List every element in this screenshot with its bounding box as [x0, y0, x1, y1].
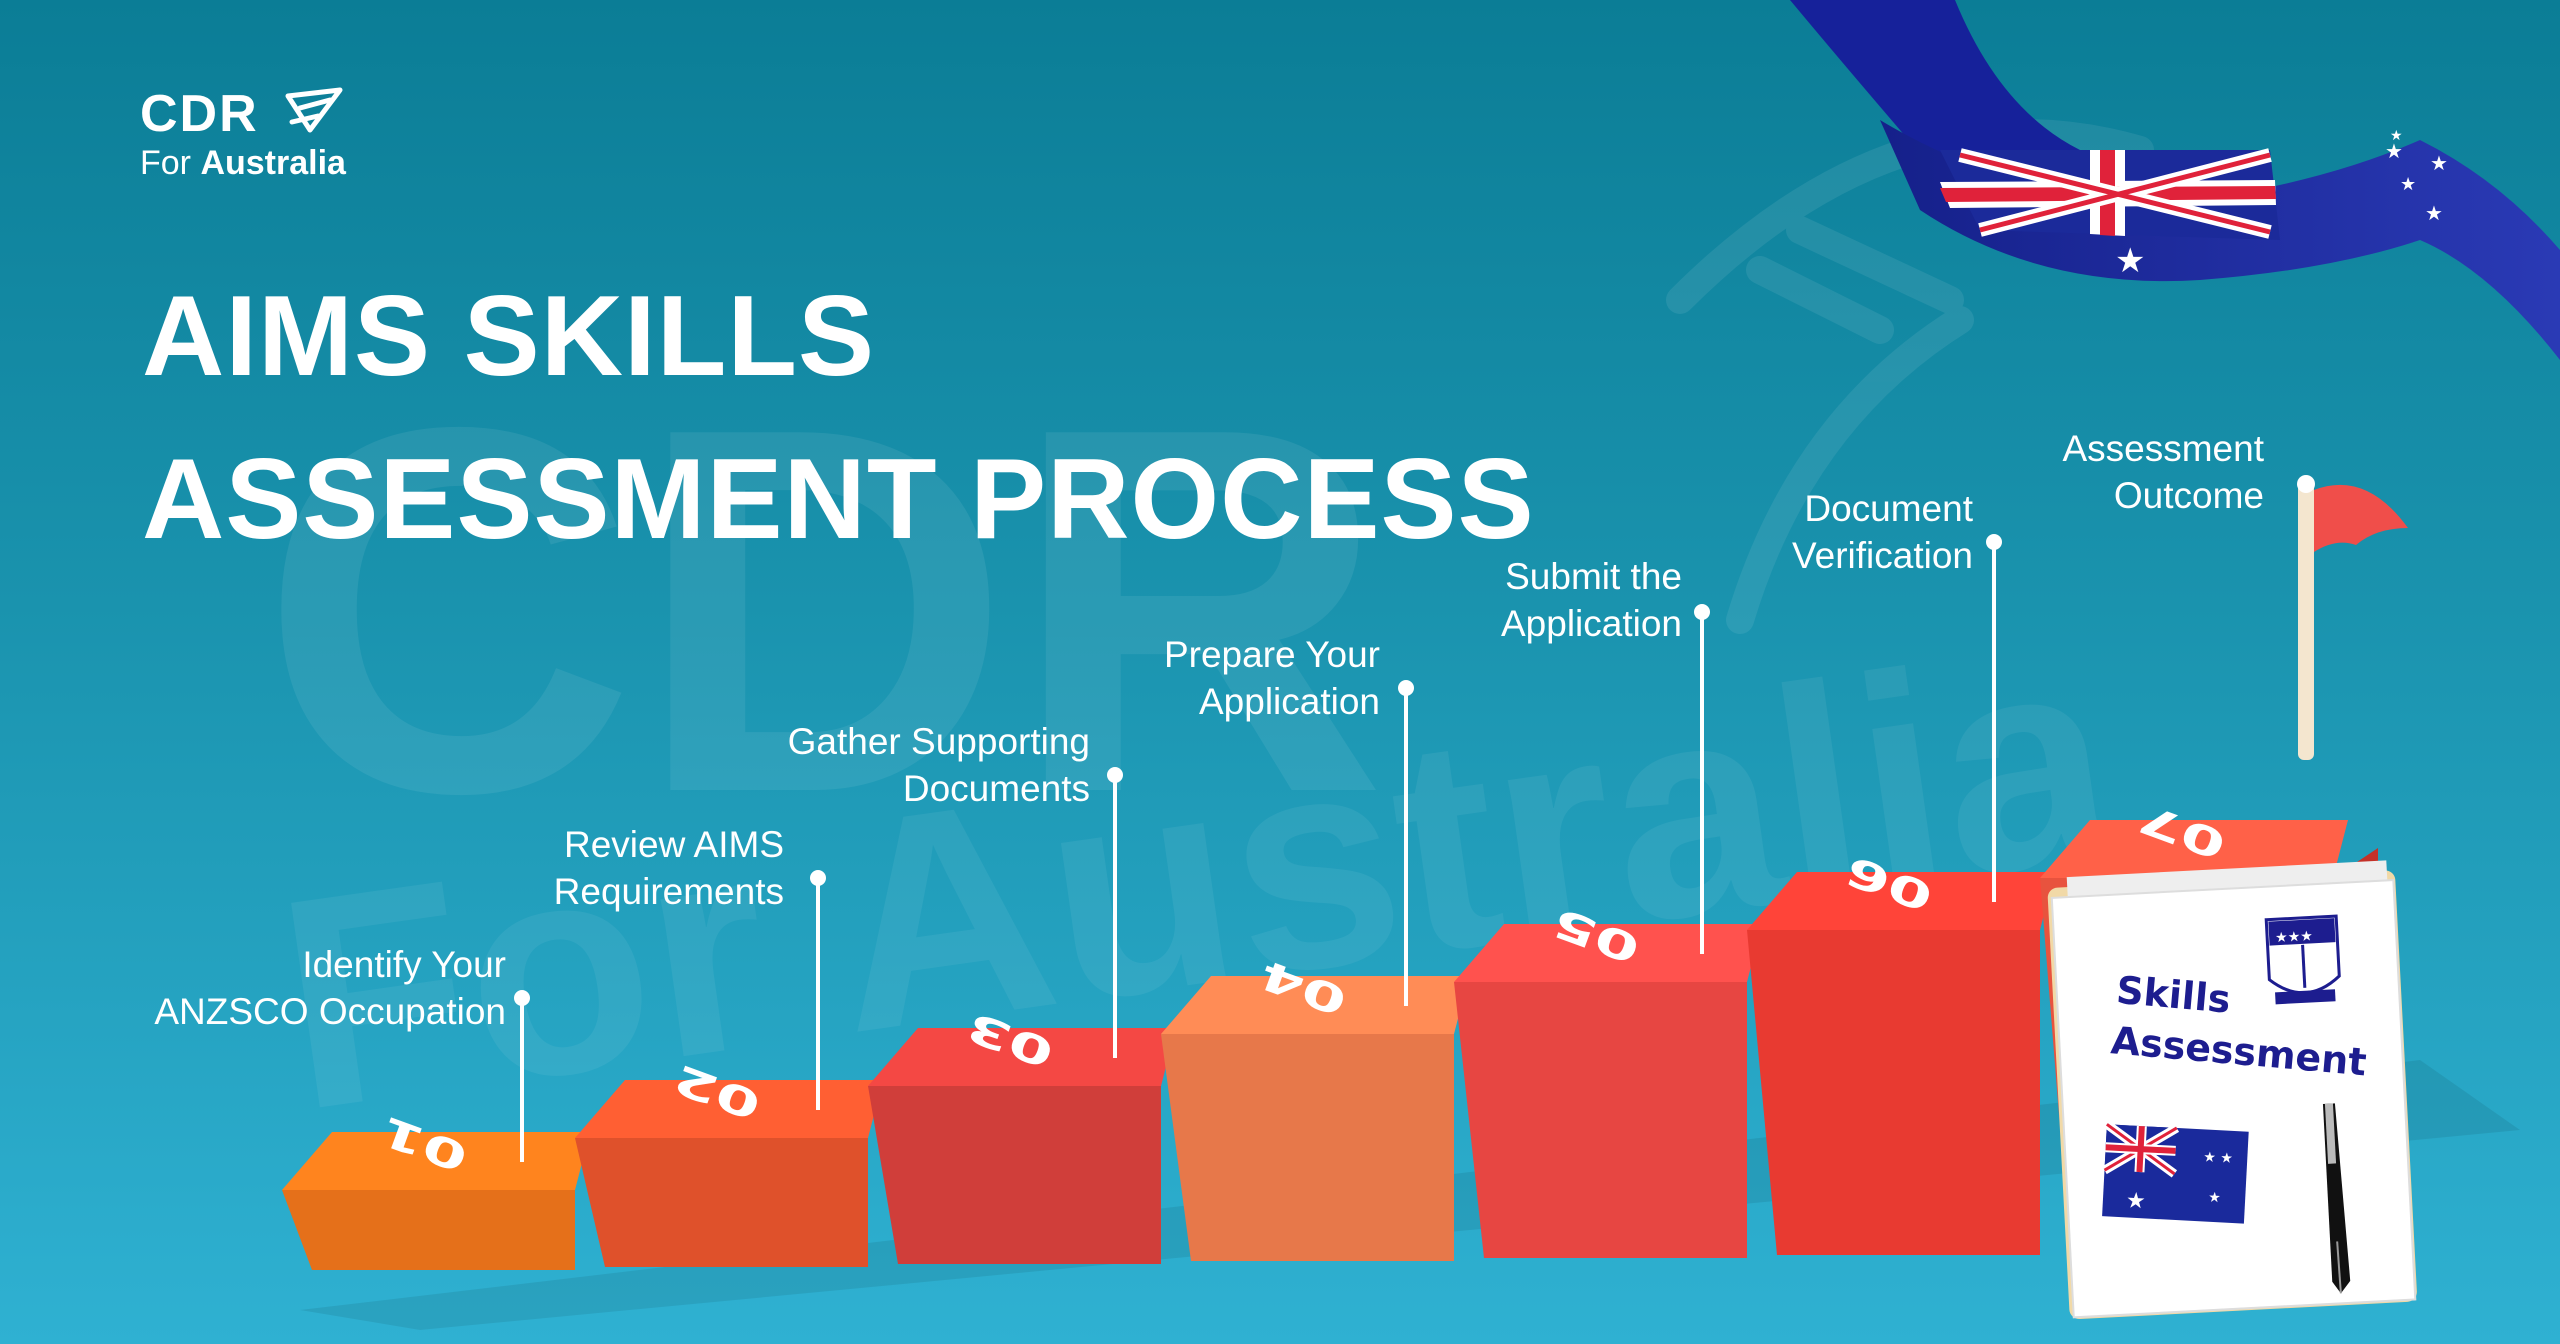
step-label-1: Identify Your ANZSCO Occupation	[154, 941, 506, 1036]
step-2-label-line-2: Requirements	[553, 871, 784, 913]
australian-flag-icon: ★ ★ ★ ★	[2102, 1120, 2249, 1224]
step-02: 02	[575, 1055, 883, 1267]
step-06: 06	[1747, 846, 2055, 1255]
logo-for-australia-text: For Australia	[140, 146, 346, 180]
step-05-riser	[1454, 982, 1747, 1258]
step-05-tread	[1454, 924, 1762, 982]
logo-paper-plane-icon	[285, 87, 343, 133]
step-07-tread	[2040, 820, 2348, 878]
svg-text:★: ★	[2425, 201, 2443, 225]
step-label-6: Document Verification	[1792, 485, 1973, 580]
svg-text:★★★: ★★★	[2275, 928, 2313, 946]
svg-text:★: ★	[2385, 139, 2403, 163]
logo-for-prefix: For	[140, 144, 201, 182]
step-label-3: Gather Supporting Documents	[788, 718, 1090, 813]
svg-text:★: ★	[2400, 174, 2416, 195]
step-3-label-line-1: Gather Supporting	[787, 721, 1090, 762]
page-title-line-2: ASSESSMENT PROCESS	[142, 436, 1535, 563]
step-4-label-line-2: Application	[1198, 681, 1380, 723]
step-1-label-line-2: ANZSCO Occupation	[154, 991, 506, 1033]
step-02-pin-dot	[810, 870, 826, 886]
southern-cross-stars: ★ ★ ★ ★ ★ ★	[2115, 128, 2448, 281]
step-04-tread	[1161, 976, 1469, 1034]
step-06-pin-dot	[1986, 534, 2002, 550]
watermark-cdr: CDR	[260, 320, 1387, 901]
svg-text:★: ★	[2390, 128, 2403, 144]
step-06-tread	[1747, 872, 2055, 930]
step-03-tread	[868, 1028, 1176, 1086]
step-02-tread	[575, 1080, 883, 1138]
step-01-pin-dot	[514, 990, 530, 1006]
step-label-4: Prepare Your Application	[1164, 631, 1380, 726]
step-01-tread	[282, 1132, 590, 1190]
australian-flag-ribbon: ★ ★ ★ ★ ★ ★	[1790, 0, 2560, 360]
step-label-2: Review AIMS Requirements	[554, 821, 784, 916]
step-04: 04	[1161, 951, 1469, 1261]
step-2-label-line-1: Review AIMS	[563, 824, 784, 865]
svg-text:★: ★	[2115, 241, 2145, 281]
step-01-riser	[282, 1190, 575, 1270]
step-03-riser	[868, 1086, 1161, 1264]
step-02-riser	[575, 1138, 868, 1267]
svg-text:★: ★	[2430, 151, 2448, 175]
goal-flag-pole	[2298, 482, 2314, 760]
logo-australia: Australia	[200, 144, 346, 182]
step-05-pin-dot	[1694, 604, 1710, 620]
step-1-label-line-1: Identify Your	[302, 944, 506, 985]
page-title-line-1: AIMS SKILLS	[142, 273, 876, 400]
step-label-5: Submit the Application	[1501, 553, 1682, 648]
folder-paper-front	[2050, 878, 2417, 1319]
step-3-label-line-2: Documents	[902, 768, 1090, 810]
step-6-label-line-2: Verification	[1792, 535, 1973, 577]
goal-flag-pole-top	[2297, 475, 2315, 493]
pen-icon	[2322, 1103, 2351, 1294]
logo-cdr-text: CDR	[140, 85, 259, 143]
aims-crest-icon: ★★★	[2264, 914, 2341, 1005]
step-04-riser	[1161, 1034, 1454, 1261]
svg-text:★: ★	[2208, 1190, 2221, 1207]
step-7-label-line-1: Assessment	[2062, 428, 2264, 469]
step-06-riser	[1747, 930, 2040, 1255]
svg-text:★ ★: ★ ★	[2203, 1149, 2233, 1167]
step-4-label-line-1: Prepare Your	[1163, 634, 1380, 675]
step-5-label-line-1: Submit the	[1505, 556, 1682, 597]
step-7-label-line-2: Outcome	[2113, 475, 2264, 517]
svg-text:★: ★	[2125, 1188, 2146, 1214]
step-6-label-line-1: Document	[1804, 488, 1973, 529]
folder-title-line-1: Skills	[2115, 968, 2233, 1022]
step-03-pin-dot	[1107, 767, 1123, 783]
step-5-label-line-2: Application	[1500, 603, 1682, 645]
step-01: 01	[282, 1107, 590, 1270]
step-04-pin-dot	[1398, 680, 1414, 696]
step-label-7: Assessment Outcome	[2062, 425, 2264, 520]
goal-flag-icon	[2314, 484, 2408, 552]
cdr-logo: CDR For Australia	[140, 88, 346, 180]
